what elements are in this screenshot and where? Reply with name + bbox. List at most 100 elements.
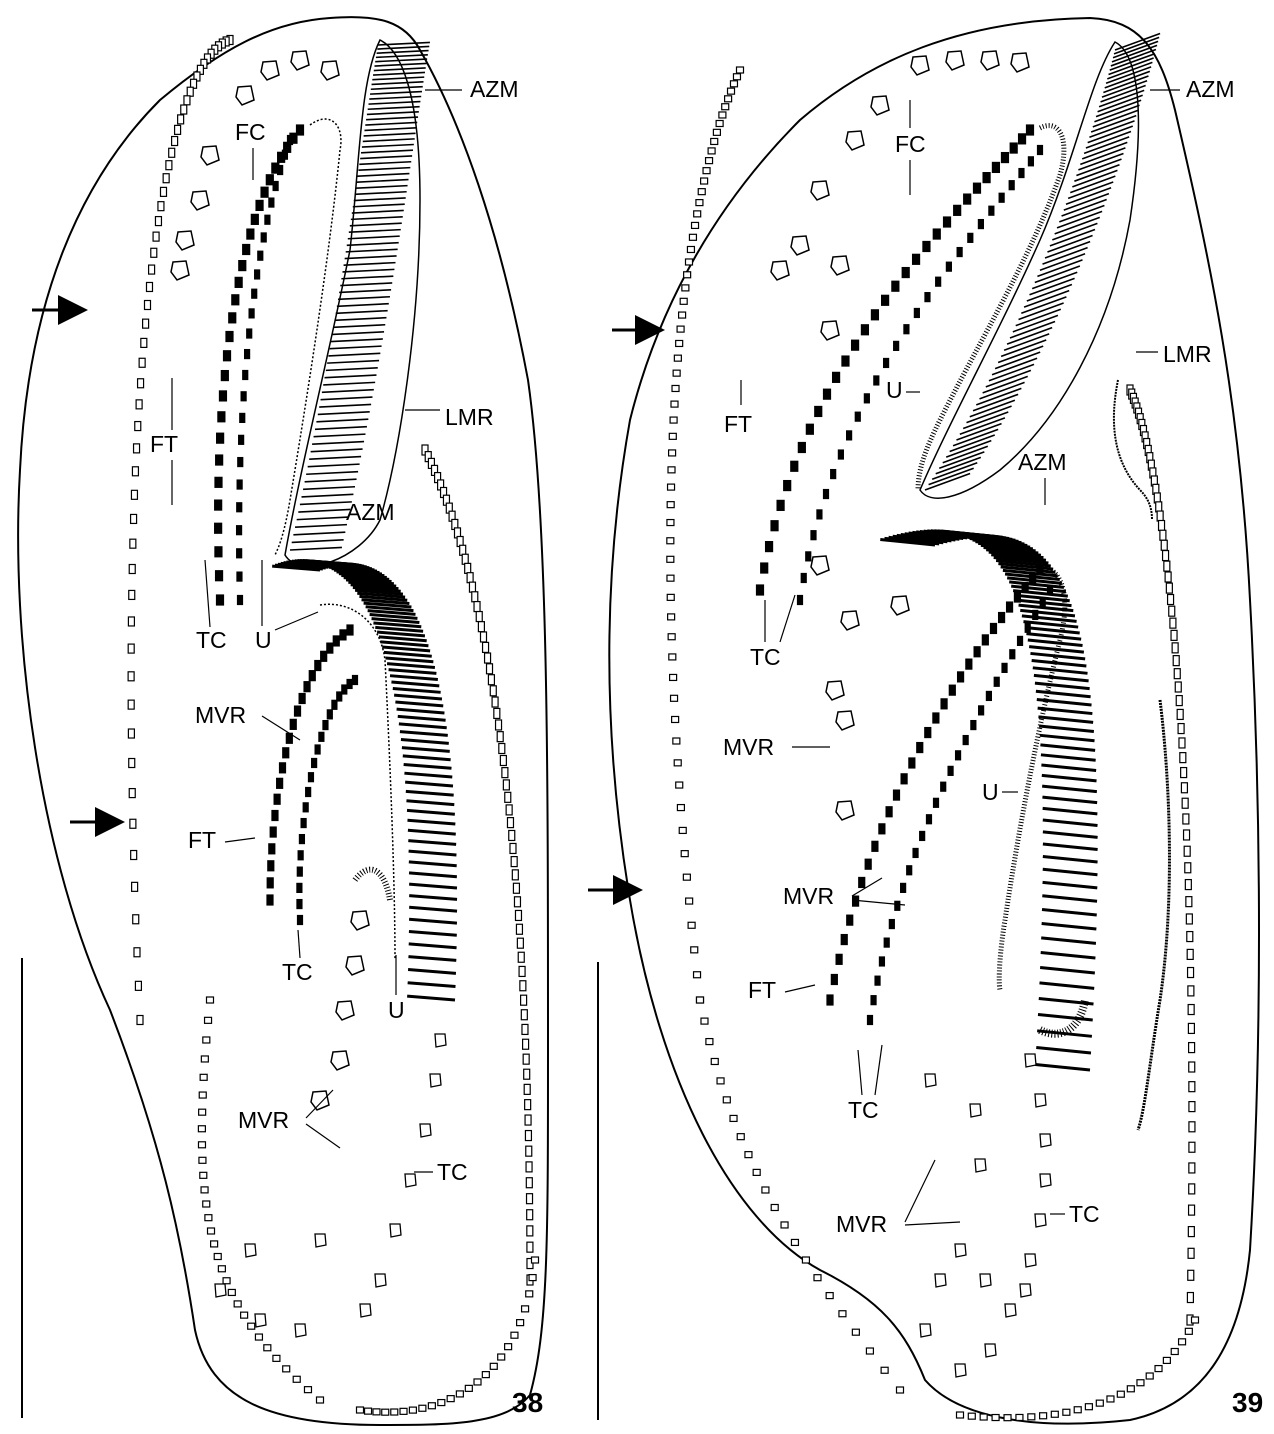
azm38a-membranelle [364, 133, 416, 136]
lmr38-cirrus [128, 617, 134, 626]
azm39a-membranelle [976, 388, 1021, 404]
azm38a-membranelle [321, 397, 373, 400]
lmr38-cirrus [129, 565, 135, 574]
leader-tc-39-2a [858, 1050, 862, 1095]
rmr39-cirrus [1189, 1142, 1195, 1152]
fc39a-cirrus [824, 389, 831, 399]
fc38a-cirrus [261, 187, 268, 197]
leader-tc-39-1b [780, 595, 795, 642]
mvr38a-cirrus [269, 844, 275, 854]
mvr39b-cirrus [1002, 663, 1007, 672]
azm39b-membranelle [1041, 953, 1096, 958]
fc38a-cirrus [219, 391, 226, 401]
fc39b-cirrus [798, 596, 803, 605]
lmr39-cirrus [667, 575, 674, 581]
rmr39b-cirrus [957, 1412, 964, 1418]
rmr38-cirrus [500, 755, 506, 765]
azm38b-membranelle [405, 782, 453, 786]
rmr38-cirrus [525, 1115, 531, 1125]
rmr38-cirrus [526, 1178, 532, 1188]
azm38a-membranelle [322, 390, 374, 393]
posterior-cirrus [390, 1224, 401, 1237]
azm38b-membranelle [403, 756, 451, 760]
mvr39a-cirrus [990, 623, 996, 633]
mvr39b-cirrus [986, 691, 991, 700]
azm38a-membranelle [367, 112, 419, 115]
azm38a-membranelle [352, 210, 404, 213]
lmr38-cirrus [158, 202, 164, 211]
azm39b-membranelle [1042, 924, 1097, 929]
rmr39b-cirrus [1163, 1357, 1170, 1363]
rmr38b-cirrus [409, 1407, 416, 1413]
azm38a-membranelle [298, 509, 350, 512]
open-cirrus [291, 51, 309, 70]
azm38a-membranelle [366, 117, 418, 120]
lmr39-cirrus [703, 168, 710, 174]
lmr39-cirrus [668, 467, 675, 473]
azm39a-membranelle [1091, 116, 1136, 132]
lmr39-cirrus [667, 538, 674, 544]
open-cirrus [171, 261, 189, 280]
lmr38-cirrus [166, 161, 172, 170]
fc39a-cirrus [913, 254, 920, 264]
rmr38b-cirrus [428, 1403, 435, 1409]
rmr39b-cirrus [1063, 1409, 1070, 1415]
rmr39b-cirrus [1171, 1349, 1178, 1355]
mvr39b-cirrus [875, 976, 880, 985]
rmr38-cirrus [506, 805, 512, 815]
open-cirrus [836, 711, 854, 730]
posterior-cirrus [980, 1274, 991, 1287]
lmr38b-cirrus [200, 1172, 207, 1178]
lmr39-cirrus [708, 148, 715, 154]
lmr38-cirrus [149, 265, 155, 274]
mvr39a-cirrus [859, 877, 865, 887]
mvr39b-cirrus [971, 721, 976, 730]
label-mvr-38-2: MVR [238, 1107, 289, 1133]
rmr39b-cirrus [1146, 1373, 1153, 1379]
azm39b-membranelle [1040, 968, 1095, 973]
rmr39b-cirrus [1028, 1414, 1035, 1420]
lmr39b-cirrus [762, 1187, 769, 1193]
azm39a-membranelle [939, 452, 984, 468]
mvr39a-cirrus [1022, 583, 1028, 593]
lmr38b-cirrus [201, 1187, 208, 1193]
lmr38-cirrus [131, 490, 137, 499]
posterior-cirrus [1005, 1304, 1016, 1317]
rmr38-cirrus [512, 870, 518, 880]
lmr39-cirrus [730, 81, 737, 87]
lmr38-cirrus [161, 187, 167, 196]
lmr39-cirrus [719, 112, 726, 118]
rmr38-cirrus [525, 1100, 531, 1110]
lmr38b-cirrus [198, 1126, 205, 1132]
azm39b-membranelle [1042, 797, 1097, 802]
fc39a-cirrus [806, 424, 813, 434]
mvr39a-cirrus [886, 807, 892, 817]
fc39a-cirrus [871, 310, 878, 320]
azm38b-membranelle [407, 996, 455, 1000]
azm38a-membranelle [350, 223, 402, 226]
lmr39b-cirrus [753, 1169, 760, 1175]
azm38a-membranelle [347, 243, 399, 246]
azm38a-membranelle [341, 276, 393, 279]
rmr39-cirrus [1188, 1248, 1194, 1258]
rmr39-cirrus [1183, 814, 1189, 824]
lmr39-cirrus [737, 67, 744, 73]
leader-tc-39-2b [875, 1045, 882, 1095]
fc38b-cirrus [258, 251, 263, 260]
lmr38-cirrus [143, 319, 149, 328]
lmr39-cirrus [674, 760, 681, 766]
fc38b-cirrus [265, 215, 270, 224]
azm38a-membranelle [309, 457, 361, 460]
azm38a-membranelle [308, 464, 360, 467]
azm39b-membranelle [1035, 1065, 1090, 1070]
rmr38b-cirrus [529, 1275, 536, 1281]
leader-mvr-39-3b [905, 1222, 960, 1225]
mvr39a-cirrus [999, 613, 1005, 623]
azm39b-membranelle [1033, 668, 1088, 673]
rmr38-cirrus [526, 1162, 532, 1172]
azm39b-membranelle [1038, 1014, 1093, 1019]
azm38b-membranelle [409, 851, 457, 855]
mvr39b-cirrus [1040, 598, 1045, 607]
fc39a-cirrus [1010, 143, 1017, 153]
posterior-cirrus [1035, 1214, 1046, 1227]
